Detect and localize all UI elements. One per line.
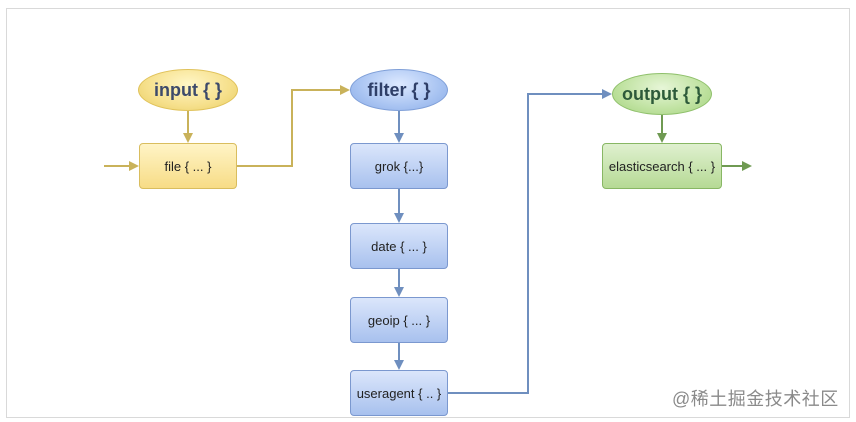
geoip-plugin-box: geoip { ... } (350, 297, 448, 343)
input-stage-node: input { } (138, 69, 238, 111)
file-plugin-box: file { ... } (139, 143, 237, 189)
useragent-plugin-box: useragent { .. } (350, 370, 448, 416)
grok-plugin-box: grok {...} (350, 143, 448, 189)
filter-stage-node: filter { } (350, 69, 448, 111)
edge-file-to-filter (237, 85, 350, 167)
output-stage-node: output { } (612, 73, 712, 115)
edge-useragent-to-output (448, 89, 612, 394)
watermark-text: @稀土掘金技术社区 (672, 389, 839, 409)
elasticsearch-plugin-box: elasticsearch { ... } (602, 143, 722, 189)
date-plugin-box: date { ... } (350, 223, 448, 269)
